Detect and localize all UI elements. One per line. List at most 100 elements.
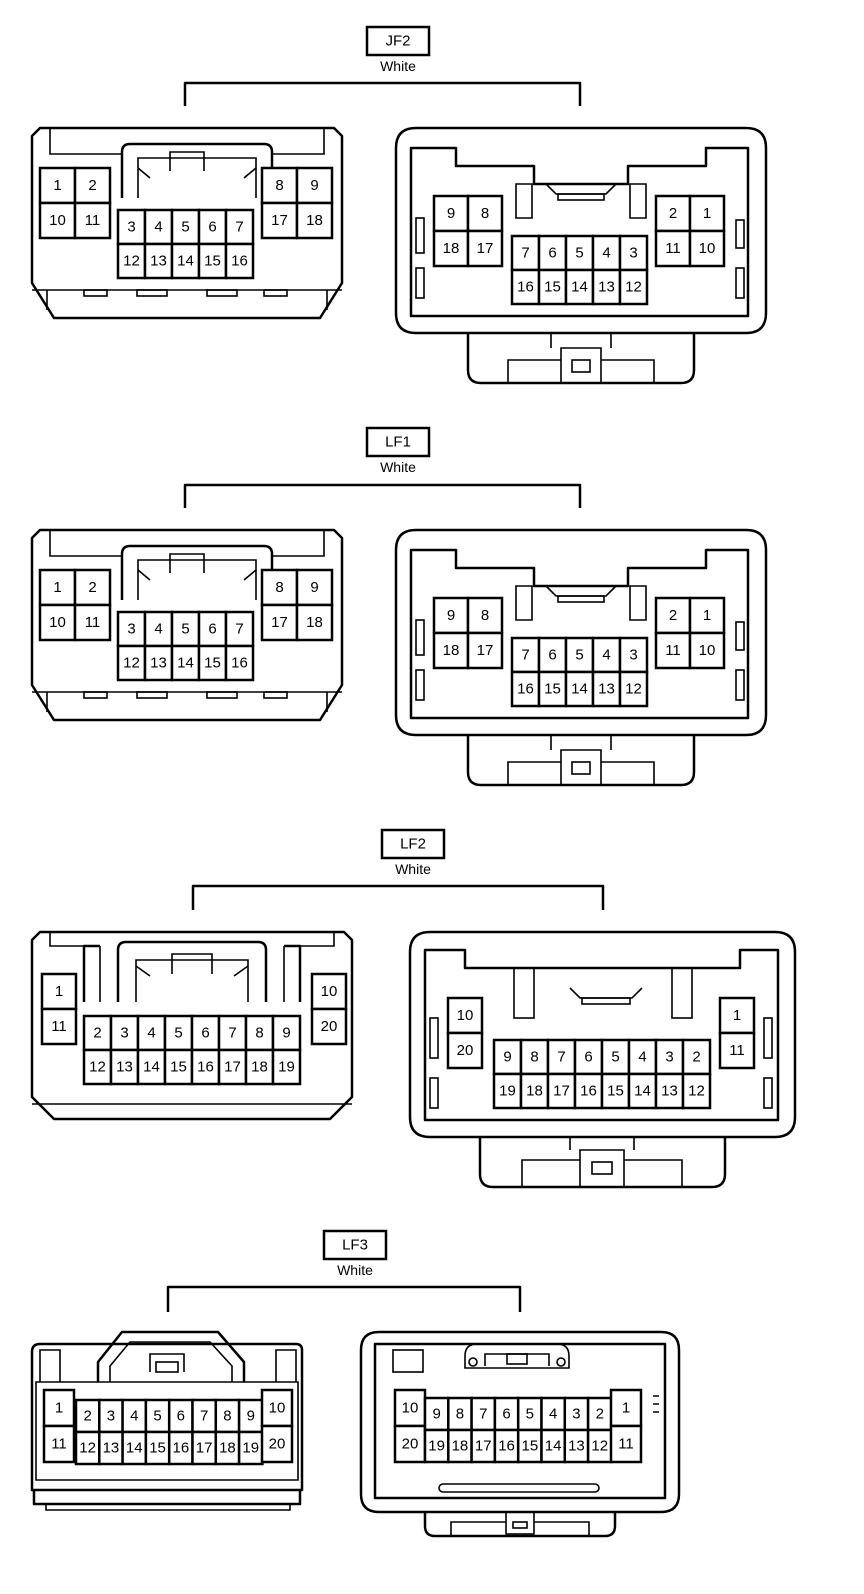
pin-cavity: 3 — [563, 1396, 590, 1432]
pin-number: 15 — [544, 279, 561, 296]
connector-label-box — [322, 1229, 388, 1261]
pin-number: 3 — [120, 1025, 128, 1042]
pin-number: 11 — [85, 212, 101, 229]
pin-number: 18 — [251, 1059, 268, 1076]
pin-cavity: 15 — [197, 242, 228, 280]
pin-number: 8 — [456, 1406, 464, 1423]
pin-number: 14 — [126, 1440, 143, 1457]
pin-number: 7 — [200, 1408, 208, 1425]
pin-cavity: 1 — [38, 568, 77, 607]
pin-cavity: 1 — [38, 166, 77, 205]
pin-number: 12 — [123, 253, 140, 270]
pin-number: 6 — [208, 219, 216, 236]
pin-number: 14 — [634, 1083, 651, 1100]
pin-cavity: 1 — [609, 1388, 643, 1428]
pin-number: 17 — [553, 1083, 570, 1100]
pin-number: 7 — [521, 245, 529, 262]
pin-cavity: 13 — [654, 1072, 685, 1110]
pin-cavity: 10 — [260, 1388, 294, 1428]
pin-cavity: 5 — [144, 1398, 171, 1434]
pin-number: 5 — [181, 621, 189, 638]
pin-number: 1 — [53, 177, 61, 194]
pin-number: 5 — [181, 219, 189, 236]
pin-number: 2 — [669, 607, 677, 624]
pin-cavity: 15 — [163, 1048, 194, 1086]
pin-cavity: 12 — [586, 1428, 613, 1464]
connector-color: White — [380, 58, 416, 74]
pin-number: 1 — [703, 205, 711, 222]
pin-cavity: 6 — [493, 1396, 520, 1432]
pin-number: 9 — [447, 205, 455, 222]
pin-number: 10 — [699, 240, 716, 257]
pin-number: 9 — [282, 1025, 290, 1042]
pin-cavity: 10 — [310, 972, 348, 1011]
pin-number: 7 — [479, 1406, 487, 1423]
pin-number: 16 — [231, 655, 248, 672]
connector-id: JF2 — [385, 33, 410, 50]
pin-number: 11 — [665, 642, 681, 659]
pin-number: 7 — [521, 647, 529, 664]
pin-cavity: 18 — [432, 229, 470, 268]
pin-number: 17 — [271, 212, 288, 229]
pin-cavity: 13 — [591, 268, 622, 306]
pin-number: 14 — [571, 279, 588, 296]
pin-cavity: 8 — [260, 166, 299, 205]
pin-cavity: 1 — [42, 1388, 76, 1428]
pin-number: 13 — [103, 1440, 120, 1457]
pin-cavity: 18 — [432, 631, 470, 670]
pin-cavity: 7 — [224, 208, 255, 246]
pin-cavity: 5 — [170, 610, 201, 648]
pin-cavity: 13 — [591, 670, 622, 708]
pin-cavity: 11 — [73, 603, 112, 642]
pin-number: 4 — [602, 647, 610, 664]
pin-cavity: 16 — [510, 268, 541, 306]
pin-number: 13 — [568, 1438, 585, 1455]
pin-number: 1 — [703, 607, 711, 624]
pin-number: 9 — [503, 1049, 511, 1066]
pin-cavity: 17 — [217, 1048, 248, 1086]
pin-cavity: 2 — [74, 1398, 101, 1434]
pin-cavity: 12 — [618, 670, 649, 708]
pin-cavity: 15 — [537, 670, 568, 708]
pin-cavity: 10 — [688, 229, 726, 268]
pin-number: 11 — [665, 240, 681, 257]
pin-cavity: 11 — [40, 1007, 78, 1046]
pin-cavity: 10 — [38, 603, 77, 642]
pin-cavity: 14 — [170, 242, 201, 280]
pin-cavity: 8 — [244, 1014, 275, 1052]
pin-number: 4 — [130, 1408, 138, 1425]
pin-number: 18 — [306, 212, 323, 229]
pin-number: 8 — [223, 1408, 231, 1425]
pin-number: 1 — [53, 579, 61, 596]
pin-cavity: 16 — [493, 1428, 520, 1464]
pin-cavity: 4 — [136, 1014, 167, 1052]
pin-cavity: 18 — [447, 1428, 473, 1464]
pin-number: 17 — [477, 642, 494, 659]
pin-cavity: 11 — [654, 631, 692, 670]
pin-number: 3 — [107, 1408, 115, 1425]
pin-number: 17 — [271, 614, 288, 631]
pin-cavity: 9 — [295, 166, 334, 205]
pin-number: 16 — [580, 1083, 597, 1100]
pin-number: 14 — [571, 681, 588, 698]
pin-number: 17 — [196, 1440, 213, 1457]
pin-number: 3 — [572, 1406, 580, 1423]
pin-number: 19 — [242, 1440, 259, 1457]
pin-number: 4 — [602, 245, 610, 262]
pin-number: 13 — [116, 1059, 133, 1076]
pin-number: 8 — [275, 579, 283, 596]
pin-cavity: 1 — [718, 996, 756, 1035]
pin-cavity: 17 — [466, 631, 504, 670]
pin-cavity: 6 — [537, 234, 568, 272]
